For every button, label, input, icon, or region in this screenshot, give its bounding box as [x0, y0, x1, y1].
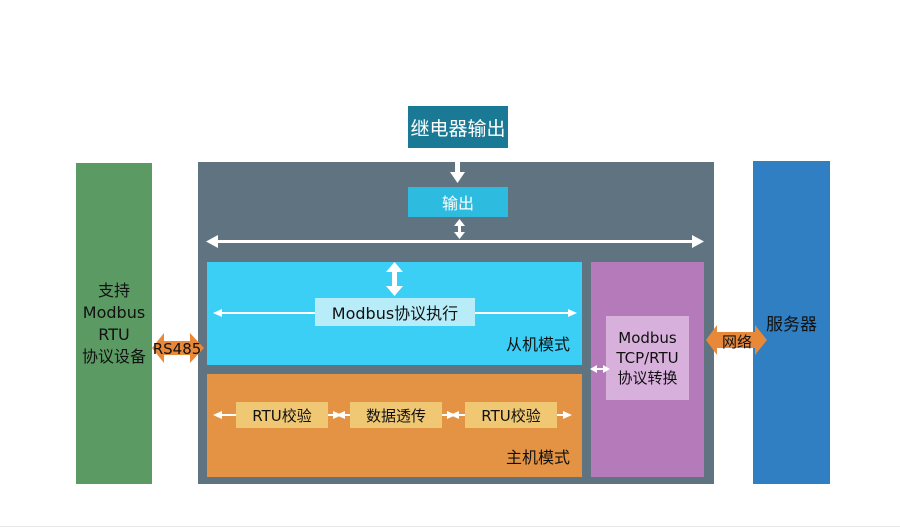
down-arrow-icon — [450, 160, 465, 183]
passthrough-label: 数据透传 — [365, 406, 426, 425]
tcp-line-1: Modbus — [618, 329, 677, 347]
rtu-check-label-1: RTU校验 — [252, 406, 312, 425]
tcp-line-2: TCP/RTU — [616, 349, 679, 367]
device-line-4: 协议设备 — [81, 346, 146, 366]
tcp-line-3: 协议转换 — [617, 369, 678, 387]
output-label: 输出 — [441, 194, 474, 213]
modbus-exec-label: Modbus协议执行 — [331, 304, 459, 323]
slave-line-arrow-icon — [213, 309, 577, 317]
relay-output-label: 继电器输出 — [410, 117, 506, 140]
tcp-link-arrow-icon — [590, 365, 610, 373]
modbus-rtu-device-box: 支持 Modbus RTU 协议设备 — [76, 163, 152, 484]
network-label: 网络 — [721, 332, 752, 351]
rtu-check-box-1: RTU校验 — [236, 402, 328, 428]
rs485-connector-icon — [152, 333, 204, 363]
bottom-divider — [0, 526, 900, 527]
rtu-check-box-2: RTU校验 — [465, 402, 557, 428]
passthrough-box: 数据透传 — [350, 402, 442, 428]
network-connector-icon — [706, 325, 767, 355]
server-label: 服务器 — [766, 315, 817, 335]
bus-slave-arrow-icon — [386, 262, 403, 296]
bus-arrow-icon — [206, 235, 704, 248]
output-bus-arrow-icon — [454, 219, 465, 239]
tcp-convert-box: Modbus TCP/RTU 协议转换 — [606, 316, 689, 400]
slave-mode-label: 从机模式 — [505, 335, 570, 354]
device-line-3: RTU — [98, 324, 130, 344]
output-box: 输出 — [408, 187, 508, 217]
device-line-2: Modbus — [82, 302, 146, 322]
rs485-label: RS485 — [152, 340, 202, 358]
master-line-arrow-icon — [213, 411, 572, 419]
master-mode-label: 主机模式 — [505, 448, 570, 467]
rtu-check-label-2: RTU校验 — [481, 406, 541, 425]
modbus-exec-box: Modbus协议执行 — [315, 298, 475, 326]
relay-output-box: 继电器输出 — [408, 106, 508, 148]
device-line-1: 支持 — [97, 280, 130, 300]
server-box: 服务器 — [753, 161, 830, 484]
